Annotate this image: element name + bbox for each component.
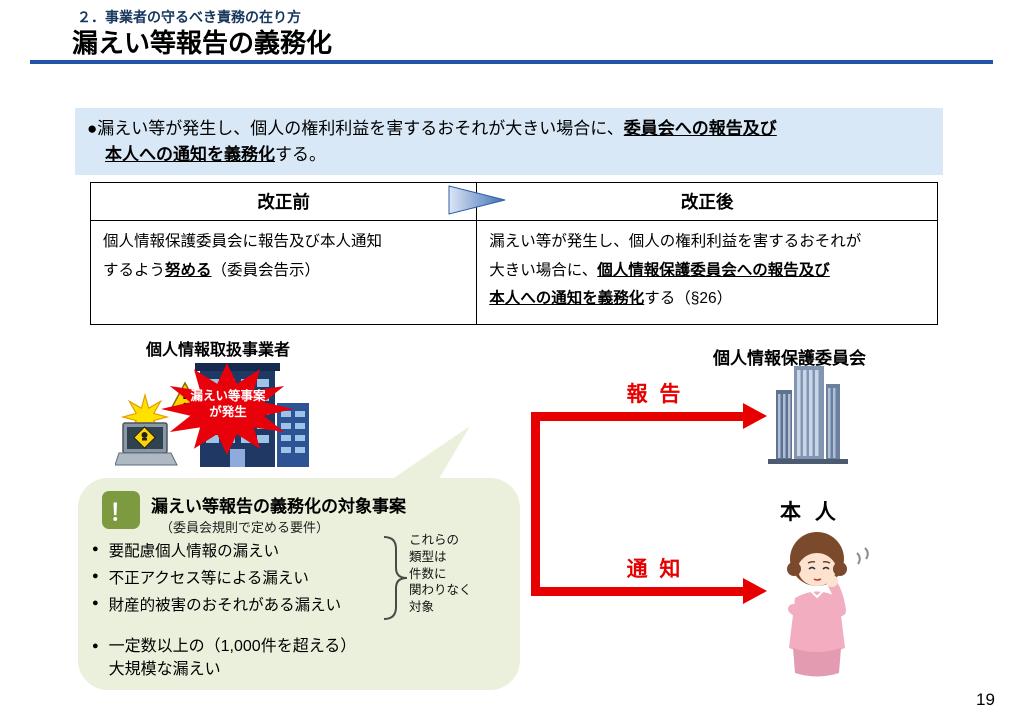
after-text-3: する（§26） (644, 290, 733, 308)
large-item-line-1: 一定数以上の（1,000件を超える） (108, 638, 357, 655)
table-header-row: 改正前 改正後 (89, 182, 938, 221)
scope-item-text: 要配慮個人情報の漏えい (108, 543, 280, 560)
after-text-1: 漏えい等が発生し、個人の権利利益を害するおそれが (489, 233, 862, 250)
summary-text: ●漏えい等が発生し、個人の権利利益を害するおそれが大きい場合に、委員会への報告及… (87, 116, 931, 167)
revision-table: 改正前 改正後 個人情報保護委員会に報告及び本人通知 するよう努める（委員会告示… (89, 182, 938, 326)
callout-text-2: する。 (275, 144, 326, 164)
before-bold: 努める (165, 261, 212, 279)
brace-note-line: 対象 (409, 600, 435, 614)
callout-bold-2: 本人への通知を義務化 (105, 144, 275, 164)
burst-line-1: 漏えい等事案 (190, 389, 266, 403)
summary-callout: ●漏えい等が発生し、個人の権利利益を害するおそれが大きい場合に、委員会への報告及… (75, 108, 943, 175)
committee-label: 個人情報保護委員会 (713, 349, 866, 368)
before-cell: 個人情報保護委員会に報告及び本人通知 するよう努める（委員会告示） (89, 219, 478, 326)
header-subtitle: ２．事業者の守るべき責務の在り方 (77, 9, 301, 25)
page-number: 19 (976, 690, 995, 709)
report-arrowhead-icon (743, 403, 767, 429)
arrow-junction-line (531, 412, 540, 596)
bullet-icon: ● (92, 640, 99, 652)
notify-arrow (531, 587, 743, 596)
callout-bullet: ● (87, 119, 98, 138)
scope-bubble (78, 478, 520, 690)
committee-building-icon (768, 366, 848, 464)
large-scope-item-text: 一定数以上の（1,000件を超える） 大規模な漏えい (109, 636, 357, 681)
large-scope-item: ● 一定数以上の（1,000件を超える） 大規模な漏えい (92, 636, 356, 681)
bullet-icon: ● (92, 570, 99, 582)
bubble-tail (388, 426, 470, 482)
brace-icon (383, 536, 408, 620)
report-label: 報 告 (626, 383, 684, 406)
report-arrow (531, 412, 743, 421)
before-text-3: （委員会告示） (211, 261, 321, 279)
header-arrow-icon (448, 185, 506, 215)
leak-burst-icon (161, 363, 293, 455)
burst-line-2: が発生 (209, 405, 247, 420)
after-text-2: 大きい場合に、 (489, 261, 598, 279)
before-text-1: 個人情報保護委員会に報告及び本人通知 (103, 233, 383, 250)
scope-item: ● 要配慮個人情報の漏えい (92, 539, 279, 561)
table-body-row: 個人情報保護委員会に報告及び本人通知 するよう努める（委員会告示） 漏えい等が発… (89, 219, 938, 326)
leak-burst-text: 漏えい等事案 が発生 (182, 388, 274, 421)
scope-item-text: 財産的被害のおそれがある漏えい (108, 597, 342, 614)
large-item-line-2: 大規模な漏えい (108, 660, 221, 678)
bullet-icon: ● (92, 597, 99, 609)
brace-note: これらの 類型は 件数に 関わりなく 対象 (409, 532, 472, 616)
bubble-subtitle: （委員会規則で定める要件） (160, 520, 330, 535)
brace-note-line: 類型は (409, 549, 447, 564)
notify-arrowhead-icon (743, 578, 767, 604)
scope-item-text: 不正アクセス等による漏えい (108, 570, 309, 587)
alert-icon: ！ (102, 491, 140, 529)
after-bold-2: 本人への通知を義務化 (489, 290, 645, 308)
table-header-after: 改正後 (476, 182, 938, 221)
after-cell: 漏えい等が発生し、個人の権利利益を害するおそれが 大きい場合に、個人情報保護委員… (476, 219, 938, 326)
scope-item: ● 財産的被害のおそれがある漏えい (92, 593, 341, 615)
bubble-title: 漏えい等報告の義務化の対象事案 (151, 497, 406, 516)
scope-item: ● 不正アクセス等による漏えい (92, 566, 309, 588)
brace-note-line: 関わりなく (409, 583, 472, 598)
title-underline (30, 60, 993, 64)
brace-note-line: これらの (409, 533, 460, 547)
before-text-2: するよう (103, 261, 166, 279)
page-title: 漏えい等報告の義務化 (72, 28, 333, 58)
notify-label: 通 知 (626, 558, 684, 581)
person-icon (787, 532, 869, 677)
brace-note-line: 件数に (409, 566, 447, 581)
bullet-icon: ● (92, 543, 99, 555)
table-header-before: 改正前 (89, 182, 478, 221)
callout-bold-1: 委員会への報告及び (623, 119, 777, 138)
business-operator-label: 個人情報取扱事業者 (146, 342, 291, 359)
after-bold-1: 個人情報保護委員会への報告及び (597, 261, 830, 279)
person-label: 本 人 (780, 501, 840, 524)
callout-text-1: 漏えい等が発生し、個人の権利利益を害するおそれが大きい場合に、 (97, 119, 624, 138)
